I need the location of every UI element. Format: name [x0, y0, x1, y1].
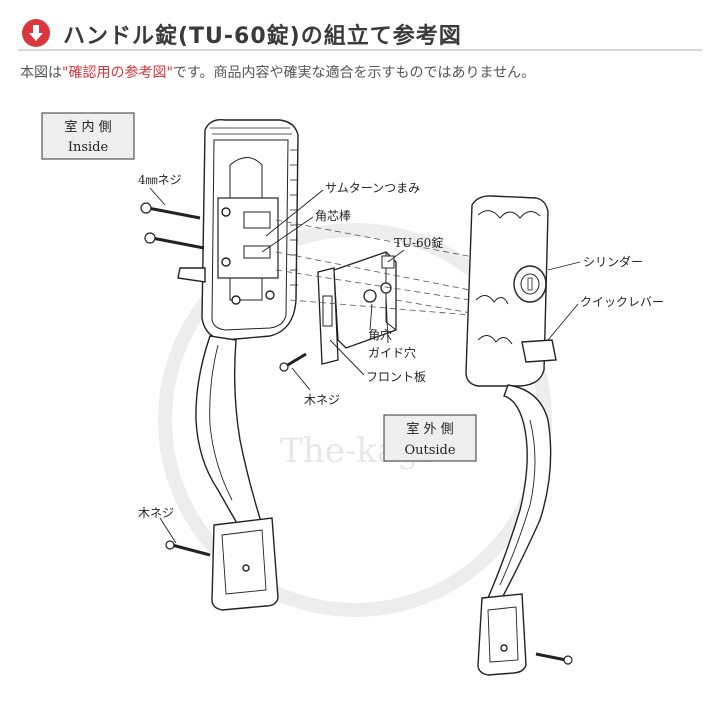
label-lock-body: TU-60錠	[394, 235, 443, 250]
outside-handle	[465, 195, 557, 676]
label-front-plate: フロント板	[366, 370, 426, 384]
label-guide-hole: ガイド穴	[368, 345, 416, 360]
label-cylinder: シリンダー	[583, 254, 643, 269]
inside-handle	[177, 119, 299, 611]
down-arrow-circle-icon	[22, 19, 50, 47]
inside-label-en: Inside	[68, 140, 109, 155]
note-highlight: "確認用の参考図"	[62, 65, 173, 81]
inside-label-ja: 室 内 側	[64, 119, 111, 135]
outside-label-en: Outside	[404, 443, 455, 458]
label-wood-screw-bottom: 木ネジ	[138, 506, 174, 520]
label-wood-screw-mid: 木ネジ	[304, 393, 340, 407]
label-quick-lever: クイックレバー	[580, 295, 664, 309]
alignment-lines	[275, 219, 501, 319]
note-prefix: 本図は	[20, 65, 62, 81]
note-suffix: です。商品内容や確実な適合を示すものではありません。	[172, 65, 536, 81]
label-spindle: 角芯棒	[315, 209, 351, 223]
leader-lines	[149, 187, 581, 544]
part-labels: 4㎜ネジ サムターンつまみ 角芯棒 TU-60錠 シリンダー クイックレバー 角…	[138, 173, 664, 520]
wood-screw-mid	[279, 352, 307, 372]
label-thumbturn: サムターンつまみ	[325, 181, 420, 195]
label-4mm-screw: 4㎜ネジ	[138, 173, 182, 187]
page-title: ハンドル錠(TU-60錠)の組立て参考図	[63, 24, 462, 49]
label-square-hole: 角穴	[368, 327, 392, 342]
header: ハンドル錠(TU-60錠)の組立て参考図	[0, 0, 720, 51]
outside-label-box: 室 外 側 Outside	[383, 414, 477, 462]
disclaimer-note: 本図は"確認用の参考図"です。商品内容や確実な適合を示すものではありません。	[20, 62, 535, 82]
wood-screw-bottom-right	[535, 652, 573, 665]
wood-screw-bottom-left	[165, 540, 211, 557]
lock-body	[317, 251, 397, 365]
machine-screws	[140, 202, 205, 250]
header-divider	[18, 49, 702, 51]
outside-label-ja: 室 外 側	[406, 421, 453, 437]
inside-label-box: 室 内 側 Inside	[41, 112, 135, 160]
